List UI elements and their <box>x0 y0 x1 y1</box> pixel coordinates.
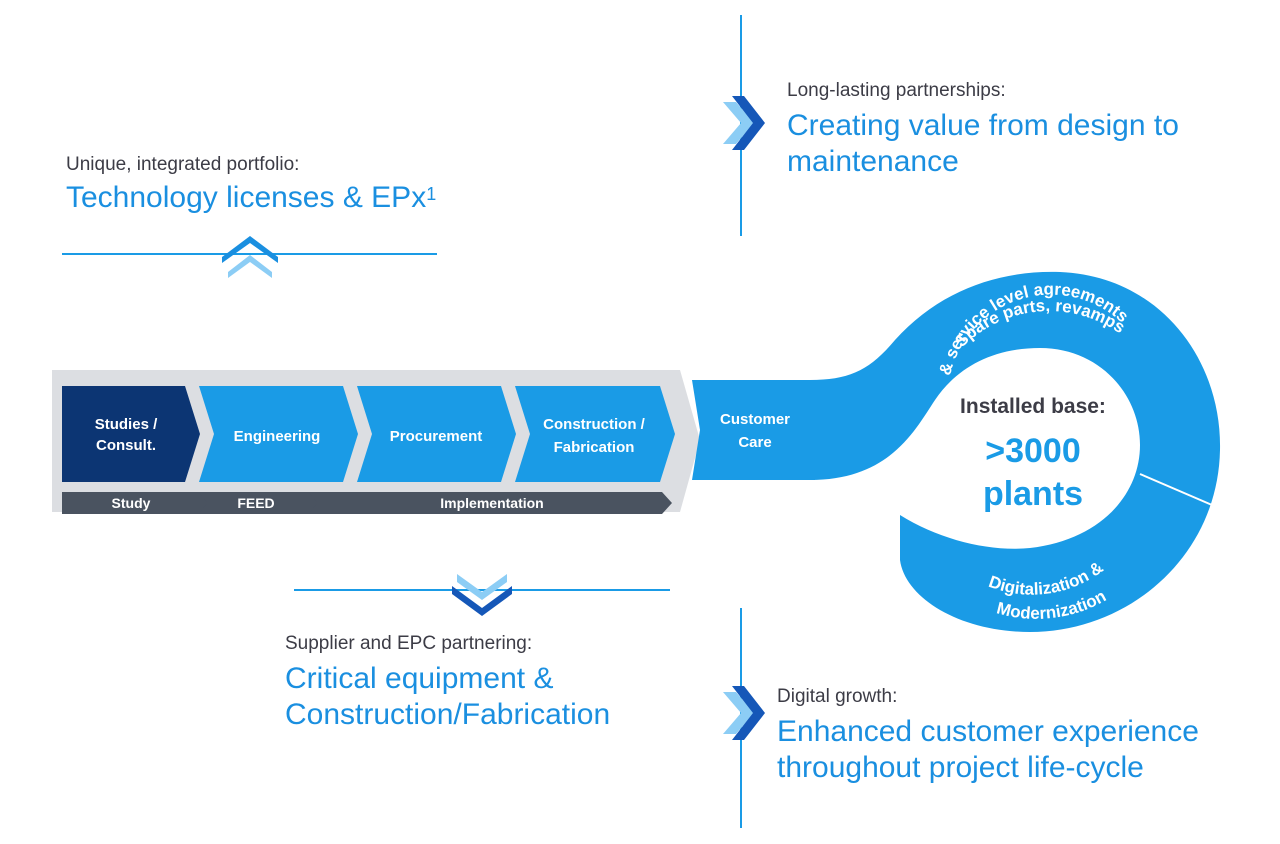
installed-base-label: Installed base: <box>960 395 1106 418</box>
installed-base-loop <box>692 271 1221 632</box>
stage-customer-label-2: Care <box>738 434 771 451</box>
installed-base-value-1: >3000 <box>985 432 1081 470</box>
stage-procurement <box>357 386 516 482</box>
installed-base-value-2: plants <box>983 475 1083 513</box>
partnerships-headline-2: maintenance <box>787 145 959 178</box>
stage-procurement-label: Procurement <box>390 428 483 445</box>
stage-studies-label-2: Consult. <box>96 437 156 454</box>
footnote-marker: 1 <box>426 184 437 204</box>
chevron-down-icon <box>452 574 512 616</box>
digital-headline-2: throughout project life-cycle <box>777 751 1144 784</box>
chevron-up-icon <box>222 236 278 278</box>
stage-construction-label-1: Construction / <box>543 416 645 433</box>
stage-customer-label-1: Customer <box>720 411 790 428</box>
stage-engineering-label: Engineering <box>234 428 321 445</box>
stage-engineering <box>199 386 358 482</box>
phase-feed <box>198 492 320 514</box>
digital-headline-1: Enhanced customer experience <box>777 715 1199 748</box>
chevron-right-icon <box>723 96 765 150</box>
stage-construction-label-2: Fabrication <box>554 439 635 456</box>
stage-studies-label-1: Studies / <box>95 416 158 433</box>
supplier-callout: Supplier and EPC partnering: Critical eq… <box>285 633 610 733</box>
supplier-headline-1: Critical equipment & <box>285 662 554 695</box>
portfolio-callout: Unique, integrated portfolio: Technology… <box>66 154 436 216</box>
phase-study-label: Study <box>112 495 151 511</box>
portfolio-headline: Technology licenses & EPx1 <box>66 181 437 214</box>
phase-implementation-label: Implementation <box>440 495 543 511</box>
phase-study <box>62 492 210 514</box>
partnerships-callout: Long-lasting partnerships: Creating valu… <box>787 80 1179 180</box>
phase-feed-label: FEED <box>237 495 274 511</box>
partnerships-subtitle: Long-lasting partnerships: <box>787 80 1006 101</box>
portfolio-subtitle: Unique, integrated portfolio: <box>66 154 300 175</box>
digital-callout: Digital growth: Enhanced customer experi… <box>777 686 1199 786</box>
chevron-right-icon <box>723 686 765 740</box>
stage-studies <box>62 386 200 482</box>
digital-subtitle: Digital growth: <box>777 686 898 707</box>
supplier-subtitle: Supplier and EPC partnering: <box>285 633 533 654</box>
stage-construction <box>515 386 675 482</box>
phase-implementation <box>308 492 672 514</box>
supplier-headline-2: Construction/Fabrication <box>285 698 611 731</box>
partnerships-headline-1: Creating value from design to <box>787 109 1179 142</box>
